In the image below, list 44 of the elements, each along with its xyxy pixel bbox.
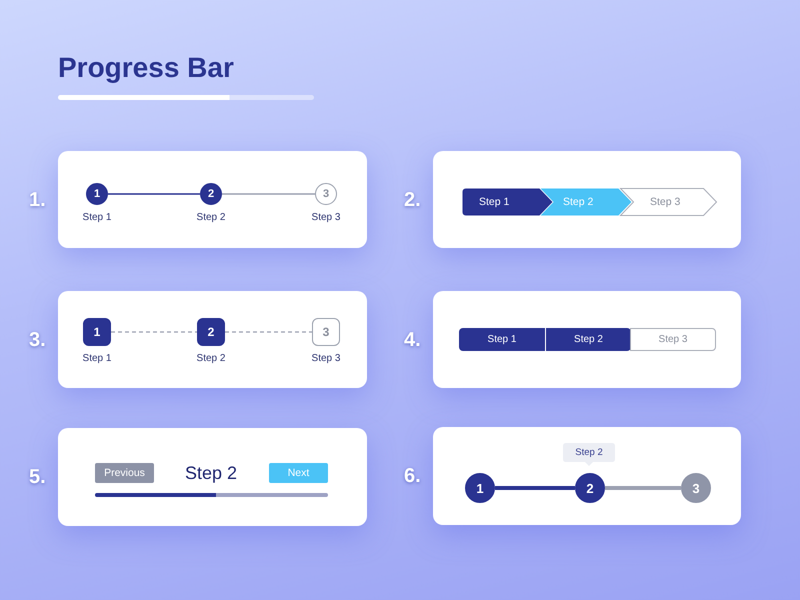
list-number: 3. [29,328,46,352]
step-segment: Step 3 [630,328,716,351]
step-segment: Step 2 [546,328,631,351]
list-number: 1. [29,188,46,212]
step-circle: 2 [200,183,222,205]
connector-line [222,193,315,195]
step-square: 1 [83,318,111,346]
tooltip: Step 2 [563,443,615,466]
list-number: 5. [29,465,46,489]
connector-line [225,331,312,333]
step-circle: 1 [465,473,495,503]
progress-card [433,427,741,525]
title: Progress Bar [58,52,234,84]
progress-card [58,291,367,388]
list-number: 6. [404,464,421,488]
connector-line [495,486,575,490]
step-square: 2 [197,318,225,346]
next-button: Next [269,463,328,483]
connector-line [605,486,681,490]
progress-card [433,291,741,388]
step-label: Step 3 [312,353,340,365]
breadcrumb-step: Step 2 [540,188,632,216]
progress-card [58,428,367,526]
step-circle: 2 [575,473,605,503]
progress-card [58,151,367,248]
progress-card [433,151,741,248]
step-label: Step 1 [82,212,112,224]
step-circle: 3 [681,473,711,503]
step-label: Step 1 [82,353,112,365]
step-square: 3 [312,318,340,346]
step-segment: Step 1 [459,328,545,351]
step-circle: 1 [86,183,108,205]
list-number: 2. [404,188,421,212]
breadcrumb-step: Step 1 [462,188,553,216]
step-label: Step 2 [196,212,226,224]
breadcrumb-step: Step 3 [620,188,717,216]
step-circle: 3 [315,183,337,205]
previous-button: Previous [95,463,154,483]
connector-line [108,193,200,195]
connector-line [111,331,197,333]
step-label: Step 3 [312,212,340,224]
step-title: Step 2 [184,462,238,484]
step-label: Step 2 [196,353,226,365]
list-number: 4. [404,328,421,352]
